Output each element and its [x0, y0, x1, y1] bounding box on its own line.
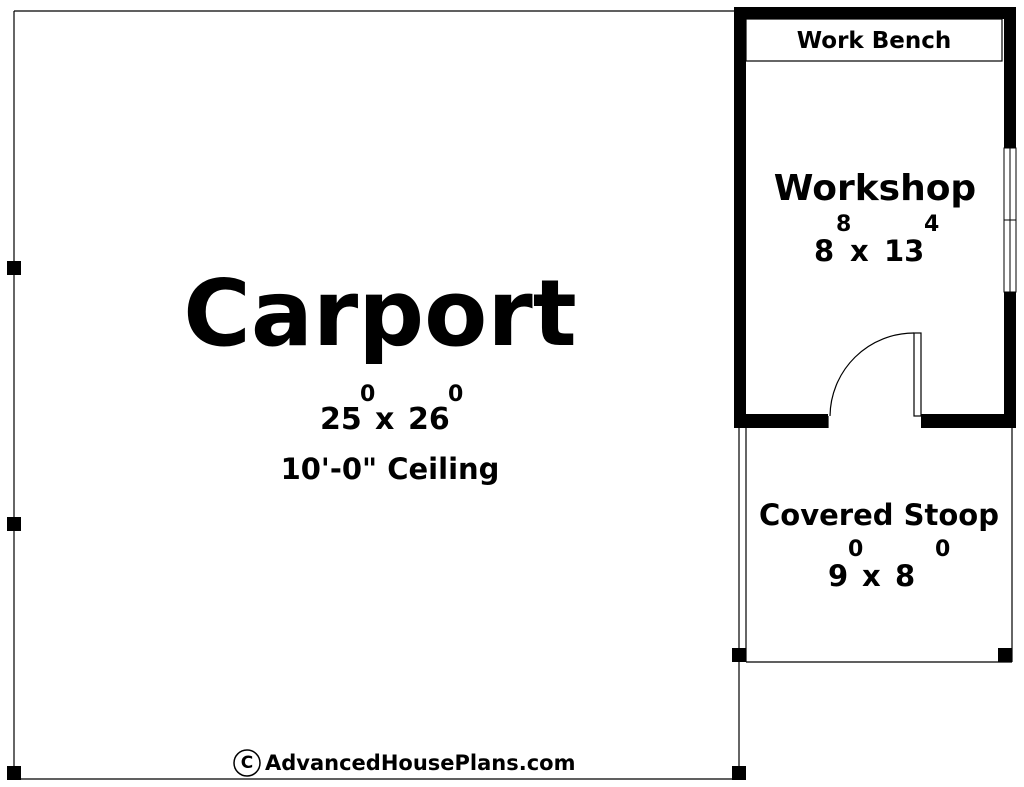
copyright-text: AdvancedHousePlans.com: [265, 751, 576, 775]
post: [7, 766, 21, 780]
work-bench: [745, 18, 1003, 62]
carport-times: x: [375, 402, 395, 437]
workshop-title: Workshop: [773, 168, 977, 209]
post: [998, 648, 1012, 662]
post: [732, 648, 746, 662]
window-icon: [1003, 147, 1017, 293]
stoop-depth-in: 0: [935, 537, 951, 562]
post: [732, 766, 746, 780]
stoop-width: 9: [828, 559, 849, 593]
stoop-times: x: [862, 559, 881, 593]
carport-title: Carport: [183, 260, 577, 367]
carport-depth: 26: [408, 402, 450, 437]
workshop-width-in: 8: [836, 212, 852, 237]
carport-depth-in: 0: [448, 382, 464, 407]
workshop-walls: [734, 7, 1016, 428]
stoop-title: Covered Stoop: [759, 498, 999, 532]
carport-ceiling: 10'-0" Ceiling: [280, 452, 500, 486]
stoop-dimension: 9 0 x 8 0: [800, 537, 980, 595]
carport-width: 25: [320, 402, 362, 437]
post: [7, 517, 21, 531]
work-bench-label: Work Bench: [796, 28, 952, 54]
door-icon: [827, 332, 922, 428]
carport-outline: [13, 10, 740, 780]
stoop-width-in: 0: [848, 537, 864, 562]
workshop-depth: 13: [884, 234, 925, 268]
carport-posts: [7, 261, 1012, 780]
workshop-width: 8: [814, 234, 835, 268]
stoop-outline: [745, 428, 1013, 663]
copyright-icon: [233, 749, 261, 777]
workshop-dimension: 8 8 x 13 4: [780, 212, 970, 270]
post: [7, 261, 21, 275]
copyright-symbol: C: [240, 753, 254, 773]
carport-width-in: 0: [360, 382, 376, 407]
workshop-times: x: [850, 234, 869, 268]
workshop-depth-in: 4: [924, 212, 940, 237]
stoop-depth: 8: [895, 559, 916, 593]
carport-dimension: 25 0 x 26 0: [290, 382, 490, 442]
